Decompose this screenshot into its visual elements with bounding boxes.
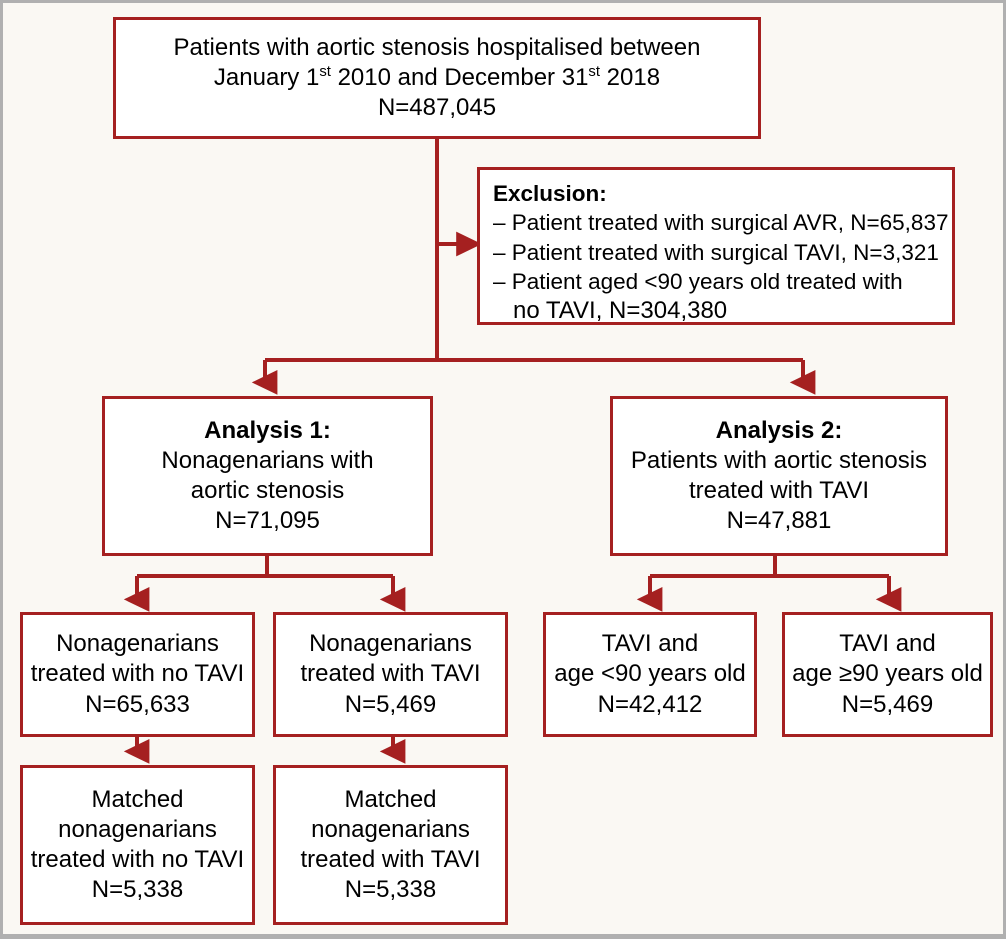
node-exclusion-item-3-continued: no TAVI, N=304,380 <box>513 297 728 324</box>
node-matched-tavi-line-1: Matched <box>344 785 437 813</box>
node-cohort-line-2: January 1st 2010 and December 31st 2018 <box>214 63 660 93</box>
node-tavi-under-90-line-2: age <90 years old <box>554 660 746 688</box>
node-analysis-2[interactable]: Analysis 2: Patients with aortic stenosi… <box>610 396 948 556</box>
node-tavi-over-90-count: N=5,469 <box>841 690 934 718</box>
node-matched-no-tavi-line-1: Matched <box>91 785 184 813</box>
node-matched-tavi-count: N=5,338 <box>344 876 437 904</box>
node-exclusion-item-2: – Patient treated with surgical TAVI, N=… <box>493 239 939 265</box>
node-tavi-over-90-line-2: age ≥90 years old <box>792 660 983 688</box>
node-nonagenarians-tavi-line-2: treated with TAVI <box>300 660 481 688</box>
node-matched-tavi-line-3: treated with TAVI <box>300 846 481 873</box>
node-analysis-2-count: N=47,881 <box>726 507 832 535</box>
node-cohort-line-2b: 2010 and December 31 <box>330 63 589 91</box>
node-cohort-count: N=487,045 <box>377 94 497 122</box>
node-cohort-sup-2: st <box>588 63 600 80</box>
node-analysis-1-heading: Analysis 1: <box>204 416 331 444</box>
node-cohort-line-1: Patients with aortic stenosis hospitalis… <box>173 33 701 61</box>
node-tavi-under-90-count: N=42,412 <box>597 690 703 718</box>
node-exclusion-heading: Exclusion: <box>493 181 607 206</box>
node-tavi-under-90[interactable]: TAVI and age <90 years old N=42,412 <box>543 612 757 737</box>
node-matched-no-tavi[interactable]: Matched nonagenarians treated with no TA… <box>20 765 255 925</box>
node-nonagenarians-no-tavi-count: N=65,633 <box>85 690 190 718</box>
node-nonagenarians-no-tavi[interactable]: Nonagenarians treated with no TAVI N=65,… <box>20 612 255 737</box>
node-analysis-1-count: N=71,095 <box>215 507 320 535</box>
node-tavi-under-90-line-1: TAVI and <box>601 630 699 658</box>
node-cohort-sup-1: st <box>319 63 331 80</box>
node-analysis-2-heading: Analysis 2: <box>715 416 843 444</box>
node-nonagenarians-tavi-count: N=5,469 <box>344 690 437 718</box>
node-nonagenarians-tavi[interactable]: Nonagenarians treated with TAVI N=5,469 <box>273 612 508 737</box>
node-matched-no-tavi-line-2: nonagenarians <box>58 815 217 843</box>
node-nonagenarians-tavi-line-1: Nonagenarians <box>309 630 472 658</box>
node-cohort[interactable]: Patients with aortic stenosis hospitalis… <box>113 17 761 139</box>
node-nonagenarians-no-tavi-line-1: Nonagenarians <box>56 630 219 658</box>
node-analysis-1-line-1: Nonagenarians with <box>161 446 374 474</box>
node-analysis-2-line-2: treated with TAVI <box>688 477 870 504</box>
node-tavi-over-90[interactable]: TAVI and age ≥90 years old N=5,469 <box>782 612 993 737</box>
node-matched-no-tavi-count: N=5,338 <box>91 876 184 904</box>
node-cohort-line-2a: January 1 <box>213 63 320 91</box>
node-tavi-over-90-line-1: TAVI and <box>839 630 936 658</box>
node-analysis-1-line-2: aortic stenosis <box>190 477 345 504</box>
node-cohort-line-2c: 2018 <box>600 63 661 91</box>
node-exclusion-item-1: – Patient treated with surgical AVR, N=6… <box>493 210 949 236</box>
node-exclusion-item-3: – Patient aged <90 years old treated wit… <box>493 268 903 294</box>
node-matched-tavi[interactable]: Matched nonagenarians treated with TAVI … <box>273 765 508 925</box>
node-exclusion[interactable]: Exclusion: – Patient treated with surgic… <box>477 167 955 325</box>
node-matched-no-tavi-line-3: treated with no TAVI <box>30 846 245 873</box>
node-nonagenarians-no-tavi-line-2: treated with no TAVI <box>30 660 245 688</box>
node-analysis-2-line-1: Patients with aortic stenosis <box>630 446 928 474</box>
node-matched-tavi-line-2: nonagenarians <box>311 815 470 843</box>
node-analysis-1[interactable]: Analysis 1: Nonagenarians with aortic st… <box>102 396 433 556</box>
